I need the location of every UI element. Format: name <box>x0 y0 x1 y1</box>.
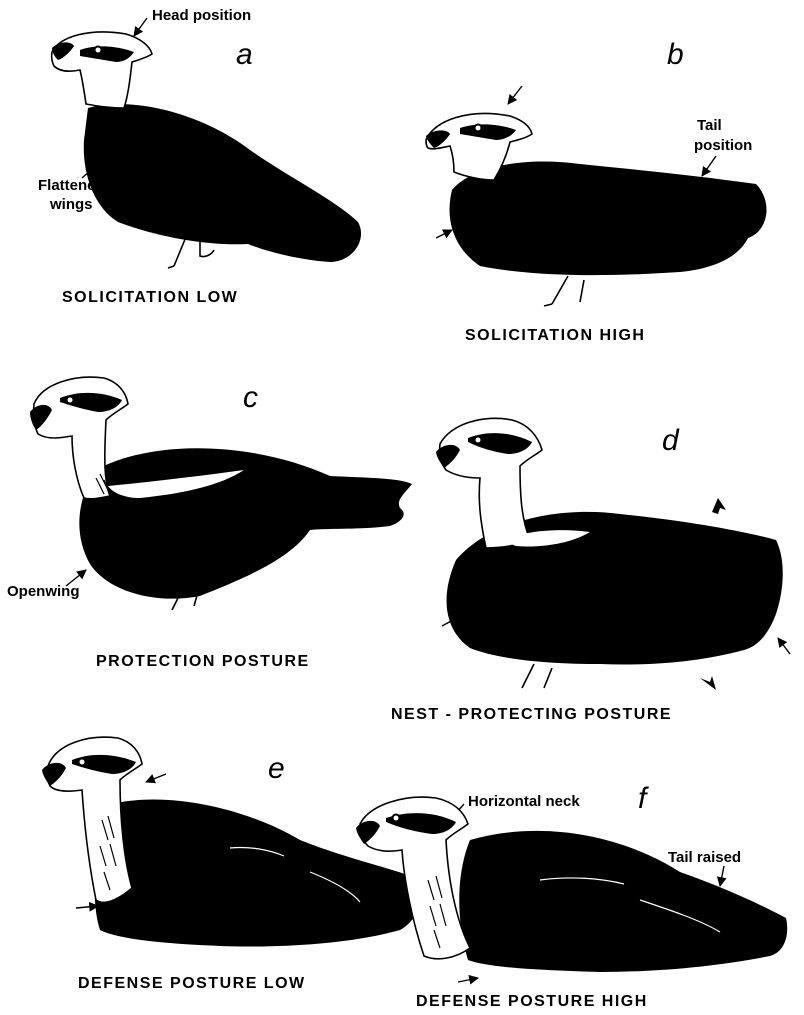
arrow-body-e <box>76 906 98 908</box>
note-position: position <box>694 137 752 154</box>
arrow-head-position <box>134 18 147 36</box>
osprey-c <box>30 377 412 610</box>
note-openwing: Openwing <box>7 583 80 600</box>
osprey-d <box>436 418 783 688</box>
note-tail: Tail <box>697 117 722 134</box>
panel-a: a Head position Flattened wings SOLICITA… <box>38 7 361 306</box>
caption-e: DEFENSE POSTURE LOW <box>78 975 306 992</box>
caption-d: NEST - PROTECTING POSTURE <box>391 706 672 723</box>
arrow-tail-d <box>778 638 790 654</box>
panel-d: d NEST - PROTECTING POSTURE <box>391 418 790 723</box>
panel-f: f Horizontal neck Tail raised DEFENSE PO… <box>356 782 787 1010</box>
arrow-body-f <box>458 978 478 982</box>
arrow-up-d <box>712 498 726 514</box>
osprey-a <box>52 32 361 268</box>
panel-e: e DEFENSE POSTURE LOW <box>42 737 421 992</box>
panel-letter-f: f <box>638 782 649 815</box>
arrow-down-d <box>700 676 716 690</box>
arrow-tail-raised <box>720 866 724 886</box>
caption-b: SOLICITATION HIGH <box>465 327 645 344</box>
arrow-head-e <box>146 774 166 782</box>
osprey-f <box>356 797 787 972</box>
arrow-tail-position <box>702 156 716 176</box>
note-head-position: Head position <box>152 7 251 24</box>
caption-f: DEFENSE POSTURE HIGH <box>416 993 648 1010</box>
panel-letter-a: a <box>236 38 253 71</box>
panel-letter-e: e <box>268 752 285 785</box>
panel-c: c Openwing PROTECTION POSTURE <box>7 377 412 670</box>
panel-letter-b: b <box>667 38 684 71</box>
caption-a: SOLICITATION LOW <box>62 289 238 306</box>
note-horizontal-neck: Horizontal neck <box>468 793 580 810</box>
note-tail-raised: Tail raised <box>668 849 741 866</box>
note-wings: wings <box>49 196 93 213</box>
arrow-body-b <box>436 230 452 238</box>
panel-letter-d: d <box>662 424 680 457</box>
arrow-head-position-b <box>508 86 522 104</box>
panel-b: b Tail position SOLICITATION HIGH <box>426 38 766 344</box>
caption-c: PROTECTION POSTURE <box>96 653 310 670</box>
panel-letter-c: c <box>243 381 258 414</box>
